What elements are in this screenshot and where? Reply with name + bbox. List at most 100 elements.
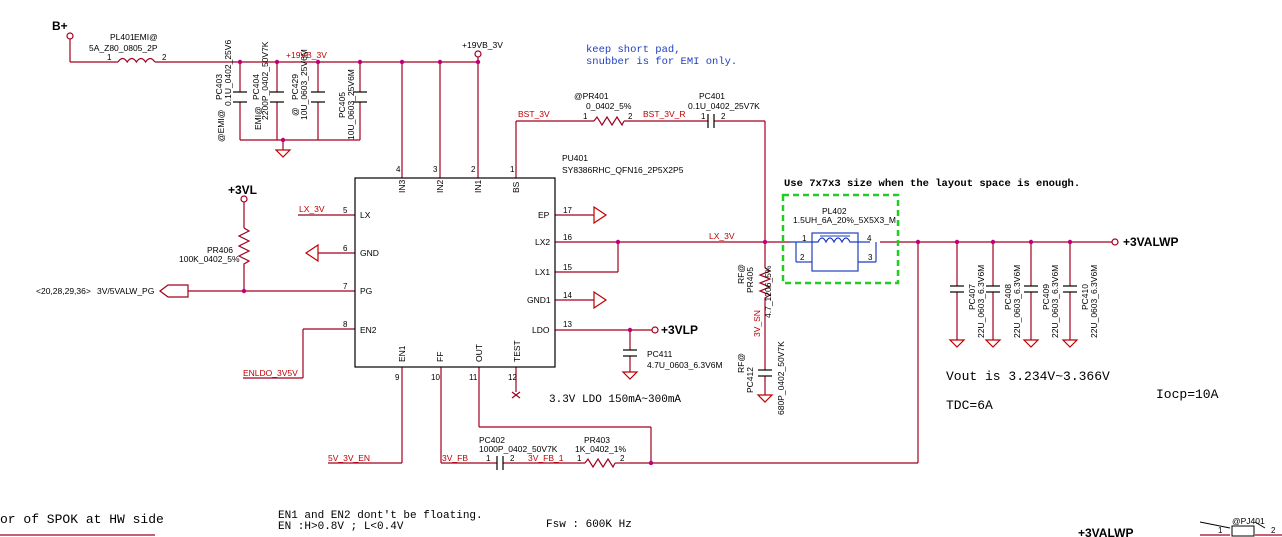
svg-text:10: 10 [431,373,440,382]
svg-text:12: 12 [508,373,517,382]
pc409-val: 22U_0603_6.3V6M [1050,265,1060,338]
pin-test: TEST [512,340,522,362]
pj401-ref: @PJ401 [1232,516,1265,526]
pin-pg: PG [360,286,372,296]
svg-text:1: 1 [107,53,112,62]
pr405-opt: RF@ [736,264,746,284]
svg-text:1: 1 [1218,526,1223,535]
pg-label: 3V/5VALW_PG [97,286,154,296]
v3vl-label: +3VL [228,183,257,197]
pr403-ref: PR403 [584,435,610,445]
pr405-ref: PR405 [745,267,755,293]
svg-text:13: 13 [563,320,572,329]
fb1-label: 3V_FB_1 [528,453,564,463]
pc405-ref: PC405 [337,92,347,118]
pin-in1: IN1 [473,180,483,194]
pl401-val: 5A_Z80_0805_2P [89,43,158,53]
junctions [237,59,1073,466]
svg-text:3: 3 [868,253,873,262]
pl402-ref: PL402 [822,206,847,216]
vlp-label: +3VLP [661,323,698,337]
svg-text:1: 1 [802,234,807,243]
svg-text:3: 3 [433,165,438,174]
pc411-ref: PC411 [647,349,673,359]
pin-lx: LX [360,210,371,220]
pc405-val: 10U_0603_25V6M [346,69,356,140]
svg-text:11: 11 [469,373,478,382]
output-capacitors [950,285,1077,293]
svg-text:14: 14 [563,291,572,300]
pr406-resistor [237,227,251,267]
svg-text:17: 17 [563,206,572,215]
power-ports [66,32,1119,334]
svg-text:1: 1 [486,454,491,463]
pu401-ref: PU401 [562,153,588,163]
pg-ref-label: <20,28,29,36> [36,286,91,296]
en5v-label: 5V_3V_EN [328,453,370,463]
pc401-val: 0.1U_0402_25V7K [688,101,760,111]
pu401-val: SY8386RHC_QFN16_2P5X2P5 [562,165,684,175]
fb-label: 3V_FB [442,453,468,463]
pu401-ic-body [354,177,556,368]
pin-in2: IN2 [435,180,445,194]
pc412-ref: PC412 [745,367,755,393]
vout-note: Vout is 3.234V~3.366V [946,369,1110,384]
pr401-resistor [593,115,625,127]
pr405-resistor [758,267,772,300]
pin-lx2: LX2 [535,237,550,247]
pin-ep: EP [538,210,550,220]
ground-symbols [159,149,1079,403]
pl401-opt: EMI@ [134,32,158,42]
svg-text:2: 2 [628,112,633,121]
pc412-opt: RF@ [736,353,746,373]
svg-text:1: 1 [510,165,515,174]
svg-text:7: 7 [343,282,348,291]
fsw-note: Fsw : 600K Hz [546,519,632,531]
svg-text:2: 2 [162,53,167,62]
svg-text:8: 8 [343,320,348,329]
tdc-note: TDC=6A [946,398,993,413]
pr401-val: 0_0402_5% [586,101,632,111]
pr401-ref: @PR401 [574,91,609,101]
svg-text:1: 1 [577,454,582,463]
svg-text:2: 2 [510,454,515,463]
svg-text:2: 2 [620,454,625,463]
pin-en2: EN2 [360,325,377,335]
svg-text:6: 6 [343,244,348,253]
iocp-note: Iocp=10A [1156,387,1219,402]
pc402-ref: PC402 [479,435,505,445]
bplus-label: B+ [52,19,68,33]
spok-note: or of SPOK at HW side [0,512,164,527]
sn-label: 3V_SN [752,310,762,337]
pc408-ref: PC408 [1003,284,1013,310]
layout-note: Use 7x7x3 size when the layout space is … [784,178,1080,190]
svg-text:1: 1 [701,112,706,121]
bst-label: BST_3V [518,109,550,119]
pc402-val: 1000P_0402_50V7K [479,444,558,454]
pc401-ref: PC401 [699,91,725,101]
pin-gnd: GND [360,248,379,258]
input-capacitors [233,91,367,103]
pc409-ref: PC409 [1041,284,1051,310]
svg-text:4: 4 [396,165,401,174]
svg-text:5: 5 [343,206,348,215]
pin-gnd1: GND1 [527,295,551,305]
svg-text:9: 9 [395,373,400,382]
svg-text:2: 2 [471,165,476,174]
pin-lx1: LX1 [535,267,550,277]
en-floating-note: EN1 and EN2 dont't be floating. [278,510,483,522]
pc429-val: 10U_0603_25V6M [299,49,309,120]
svg-text:2: 2 [800,253,805,262]
pr403-resistor [584,457,616,469]
pr403-val: 1K_0402_1% [575,444,626,454]
pc407-ref: PC407 [967,284,977,310]
pc407-val: 22U_0603_6.3V6M [976,265,986,338]
svg-text:2: 2 [1271,526,1276,535]
pr406-val: 100K_0402_5% [179,254,240,264]
svg-text:4: 4 [867,234,872,243]
svg-text:15: 15 [563,263,572,272]
pin-in3: IN3 [397,180,407,194]
pl402-val: 1.5UH_6A_20%_5X5X3_M [793,215,896,225]
v19b-label: +19VB_3V [286,50,327,60]
